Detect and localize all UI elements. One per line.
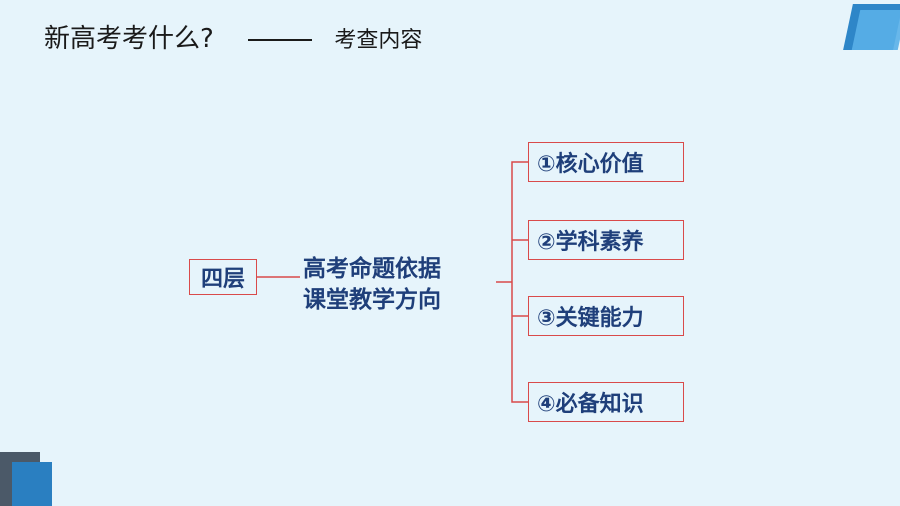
center-text: 高考命题依据 课堂教学方向 [303, 254, 441, 316]
title-dash [248, 38, 313, 41]
page-title: 新高考考什么? 考查内容 [44, 18, 422, 55]
item-essential-knowledge: ④必备知识 [528, 382, 684, 422]
title-main: 新高考考什么? [44, 24, 214, 54]
center-line-1: 高考命题依据 [303, 256, 441, 282]
item-core-values: ①核心价值 [528, 142, 684, 182]
item-subject-literacy: ②学科素养 [528, 220, 684, 260]
corner-decoration-bottom-left-inner [12, 462, 52, 506]
bracket-right [511, 161, 528, 403]
center-line-2: 课堂教学方向 [303, 287, 441, 313]
left-box: 四层 [189, 259, 257, 295]
title-sub: 考查内容 [334, 28, 423, 53]
item-key-abilities: ③关键能力 [528, 296, 684, 336]
